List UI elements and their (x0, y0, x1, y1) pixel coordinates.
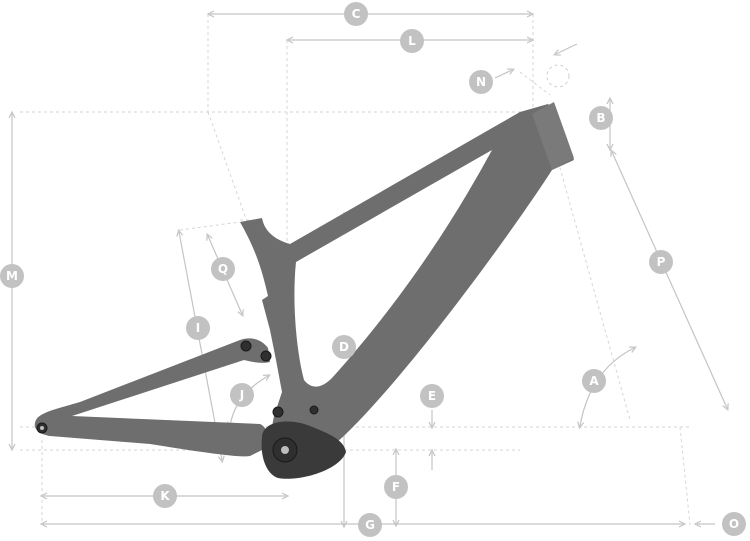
badge-d-label: D (339, 340, 349, 354)
badge-g-label: G (365, 518, 375, 532)
badge-l: L (400, 29, 424, 53)
o-vertical-extension (679, 426, 691, 526)
dimension-i-line (179, 232, 222, 460)
badge-q: Q (211, 257, 235, 281)
badge-j-label: J (239, 388, 244, 402)
headset-circle (546, 64, 570, 88)
dimension-n-arrow (494, 70, 512, 79)
n-extension (519, 71, 551, 96)
badge-o-label: O (729, 517, 739, 531)
badge-b-label: B (596, 111, 605, 125)
main-pivot (272, 406, 284, 418)
badge-d: D (332, 335, 356, 359)
badge-m-label: M (6, 269, 18, 283)
badge-p-label: P (657, 255, 666, 269)
badge-f: F (384, 475, 408, 499)
badge-p: P (649, 250, 673, 274)
motor-housing (261, 421, 346, 479)
bottom-bracket-center (281, 446, 289, 454)
dimension-n-arrow-2 (556, 43, 578, 54)
badge-e: E (420, 384, 444, 408)
badge-e-label: E (428, 389, 436, 403)
badge-b: B (589, 106, 613, 130)
badge-j: J (230, 383, 254, 407)
bike-frame (34, 102, 574, 479)
shock-mount (309, 405, 319, 415)
badge-c-label: C (352, 7, 361, 21)
badge-c: C (344, 2, 368, 26)
badge-n-label: N (476, 75, 486, 89)
badge-a-label: A (589, 374, 599, 388)
rear-swingarm (34, 338, 270, 457)
rear-axle-center (40, 426, 44, 430)
badge-q-label: Q (218, 262, 228, 276)
i-top-extension (179, 221, 241, 231)
badge-k: K (153, 484, 177, 508)
badge-o: O (722, 512, 746, 536)
badge-l-label: L (408, 34, 416, 48)
dimension-p-line (612, 152, 727, 408)
headtube-axis-extension (554, 149, 631, 421)
badge-i-label: I (196, 321, 200, 335)
badge-m: M (0, 264, 24, 288)
head-tube (532, 102, 574, 170)
badge-n: N (469, 70, 493, 94)
seatstay-pivot (240, 340, 252, 352)
front-triangle-opening (294, 150, 492, 387)
badge-a: A (582, 369, 606, 393)
badge-i: I (186, 316, 210, 340)
linkage-pivot (260, 350, 272, 362)
badge-f-label: F (392, 480, 400, 494)
badge-g: G (358, 513, 382, 537)
badge-k-label: K (160, 489, 170, 503)
